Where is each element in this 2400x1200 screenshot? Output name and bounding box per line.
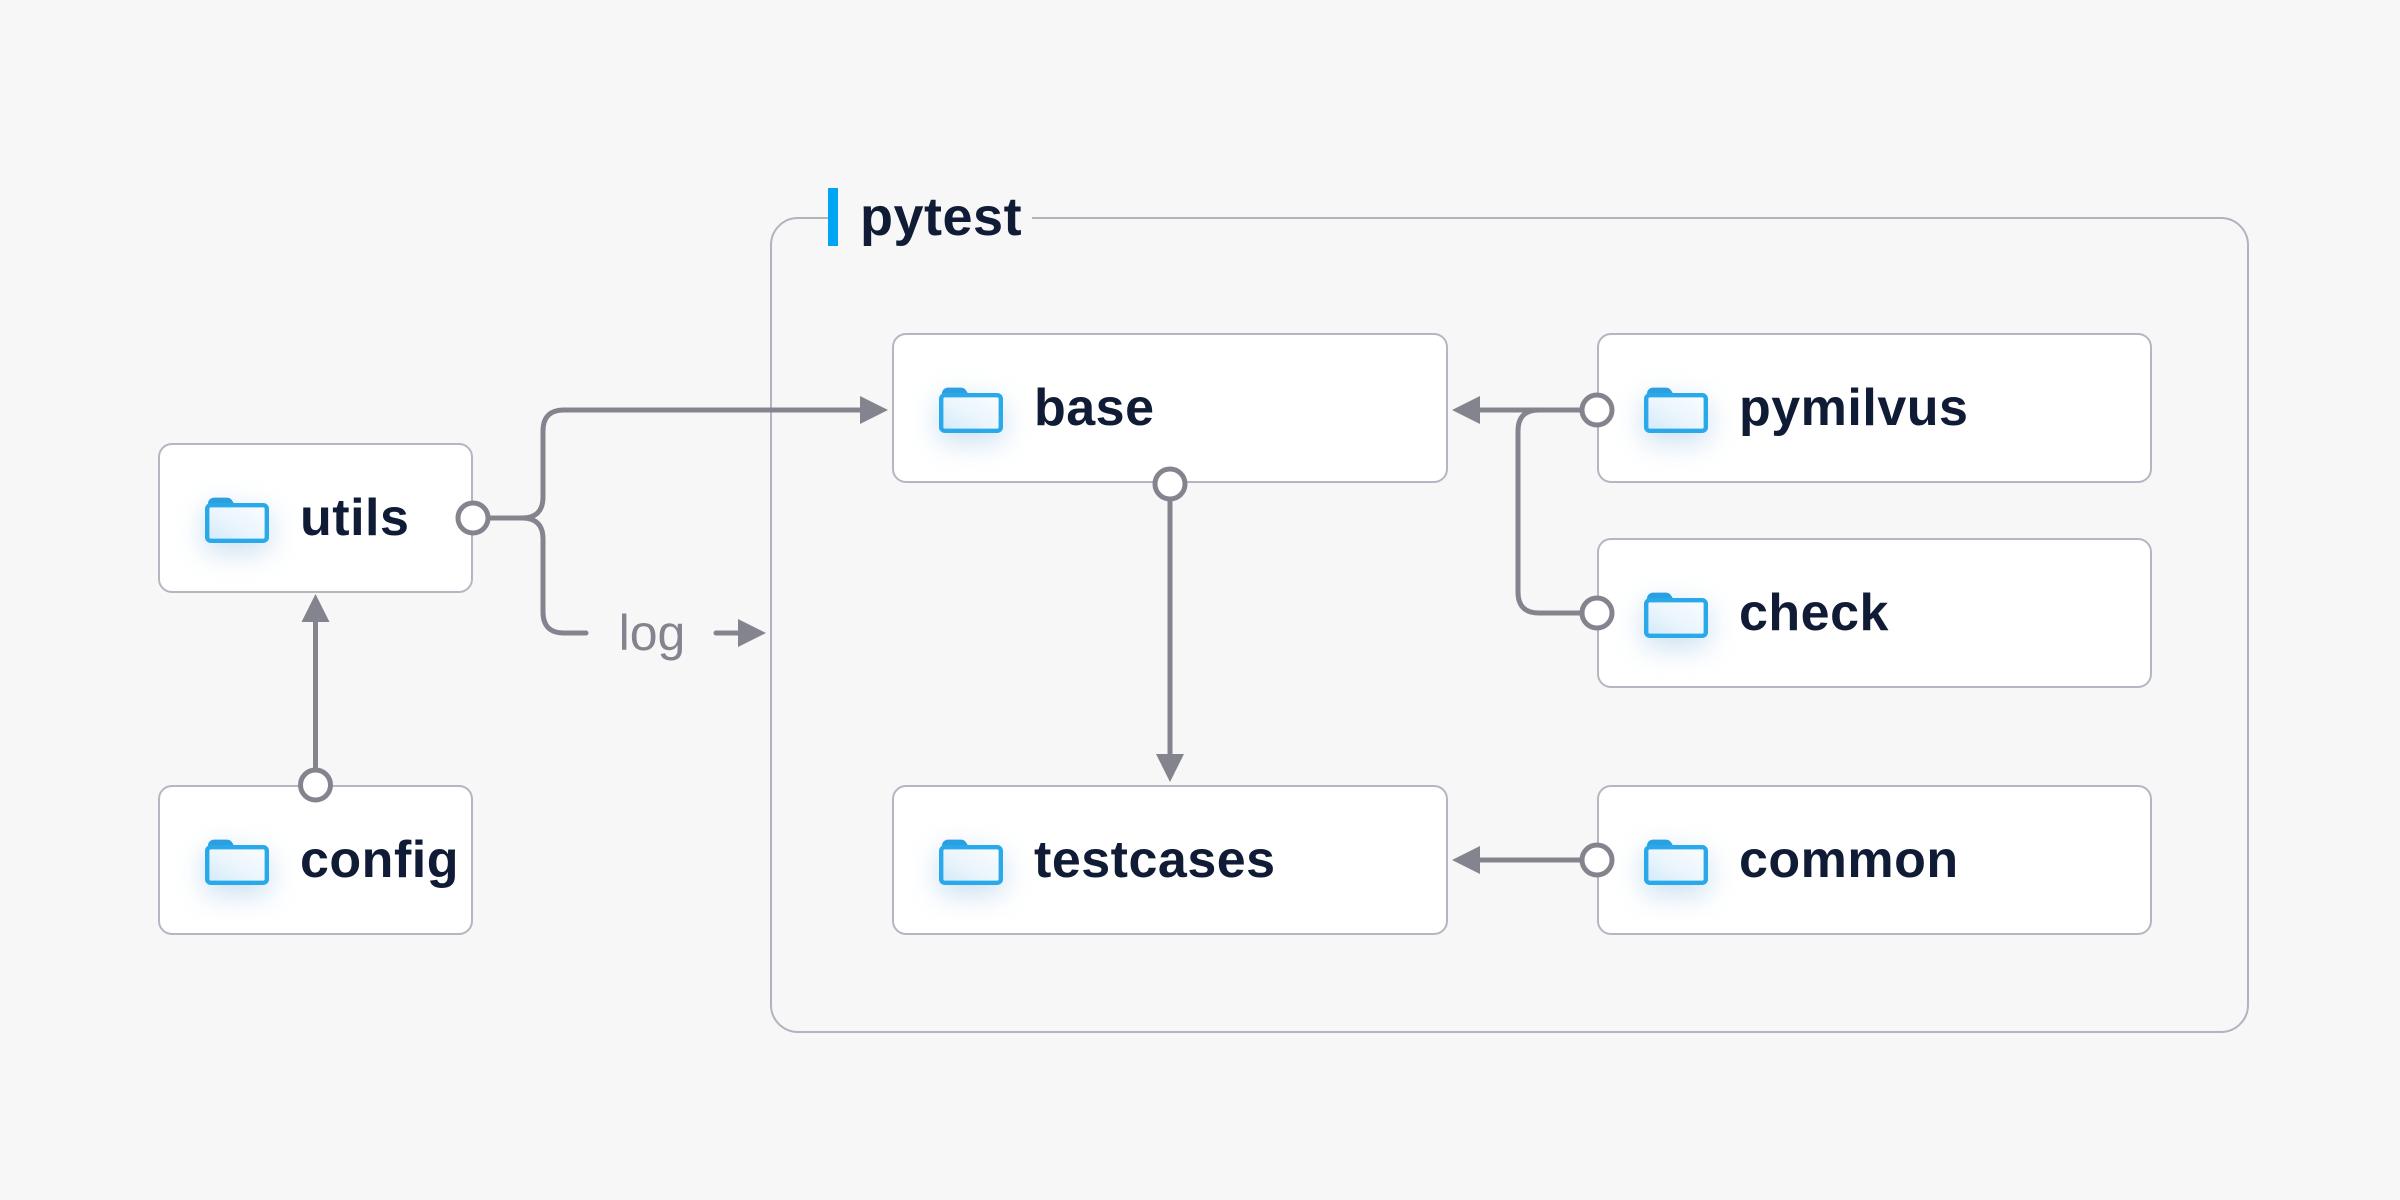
node-label: check: [1739, 584, 1889, 642]
accent-bar: [828, 188, 838, 246]
edge-label-log: log: [618, 605, 686, 661]
node-pymilvus[interactable]: pymilvus: [1597, 333, 2152, 483]
node-label: testcases: [1034, 831, 1276, 889]
node-label: config: [300, 831, 459, 889]
folder-icon: [1643, 382, 1709, 434]
folder-icon: [1643, 587, 1709, 639]
node-utils[interactable]: utils: [158, 443, 473, 593]
folder-icon: [1643, 834, 1709, 886]
node-label: base: [1034, 379, 1155, 437]
node-label: common: [1739, 831, 1959, 889]
folder-icon: [204, 492, 270, 544]
node-label: utils: [300, 489, 410, 547]
node-testcases[interactable]: testcases: [892, 785, 1448, 935]
folder-icon: [938, 834, 1004, 886]
pytest-group-box: [770, 217, 2249, 1033]
connector-log-border: [713, 619, 766, 647]
folder-icon: [938, 382, 1004, 434]
node-base[interactable]: base: [892, 333, 1448, 483]
connector-config-utils: [298, 594, 333, 803]
node-label: pymilvus: [1739, 379, 1969, 437]
folder-icon: [204, 834, 270, 886]
node-config[interactable]: config: [158, 785, 473, 935]
node-common[interactable]: common: [1597, 785, 2152, 935]
pytest-label: pytest: [828, 187, 1033, 247]
node-check[interactable]: check: [1597, 538, 2152, 688]
pytest-label-text: pytest: [860, 187, 1023, 247]
